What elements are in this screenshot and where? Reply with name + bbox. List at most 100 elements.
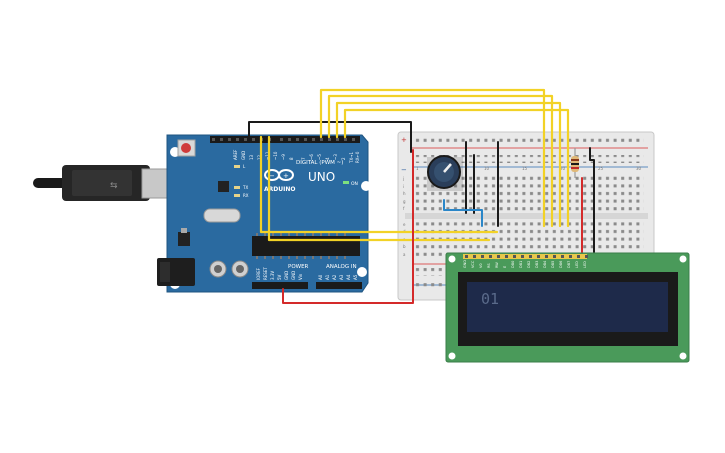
pin-label: A3 <box>339 274 344 280</box>
wire-5v[interactable] <box>282 149 414 304</box>
potentiometer-knob-icon[interactable] <box>443 163 452 173</box>
lcd-pin-header[interactable] <box>463 254 588 259</box>
row-letter: a <box>403 252 406 257</box>
lcd-pin-label: DB1 <box>519 261 523 268</box>
lcd-pin-label: DB0 <box>511 261 515 268</box>
pin-label: AREF <box>233 149 238 160</box>
wire-data-1[interactable] <box>319 88 546 228</box>
lcd-pin-label: LED <box>583 261 587 268</box>
lcd-module[interactable]: GND VCC V0 RS RW E DB0 DB1 DB2 DB3 DB4 D… <box>445 252 690 363</box>
pin-label: A5 <box>353 274 358 280</box>
pin-label: 8 <box>289 157 294 160</box>
pin-label: ~3 <box>333 154 338 160</box>
pin-label: A2 <box>332 274 337 280</box>
pin-label: 7 <box>301 157 306 160</box>
pin-label: 4 <box>325 157 330 160</box>
lcd-pin-label: VCC <box>471 260 475 268</box>
pin-label: GND <box>291 271 296 280</box>
rx-led <box>234 194 240 197</box>
lcd-pin-label: DB4 <box>543 260 547 268</box>
power-rail-top-2[interactable] <box>414 155 644 163</box>
crystal <box>203 208 241 223</box>
rx-label: RX <box>243 193 249 198</box>
lcd-pin-label: DB6 <box>559 261 563 268</box>
power-header[interactable] <box>252 282 308 289</box>
pin-label: 13 <box>249 154 254 160</box>
row-letter: h <box>403 191 406 196</box>
row-letter: f <box>403 206 405 211</box>
lcd-pin-label: RS <box>487 263 491 268</box>
l-label: L <box>243 164 246 169</box>
pin-label: RESET <box>263 267 268 280</box>
l-led <box>234 165 240 168</box>
column-number: 20 <box>560 166 566 171</box>
wire-black[interactable] <box>589 147 595 253</box>
rail-plus-label: + <box>401 136 407 144</box>
lcd-pin-label: DB3 <box>535 261 539 268</box>
wire-wiper[interactable] <box>443 199 483 227</box>
column-number: 10 <box>484 166 490 171</box>
wire-rs[interactable] <box>259 135 499 234</box>
potentiometer[interactable] <box>427 155 463 191</box>
power-led <box>343 181 349 184</box>
lcd-pin-label: DB5 <box>551 261 555 268</box>
pin-label: 2 <box>341 157 346 160</box>
model-label: UNO <box>308 170 335 184</box>
svg-text:−: − <box>269 172 275 180</box>
pin-label: GND <box>284 271 289 280</box>
pin-label: 12 <box>257 154 262 160</box>
pin-label: ~9 <box>281 154 286 160</box>
column-number: 15 <box>522 166 528 171</box>
pin-label: 5V <box>277 274 282 280</box>
wire-data-3[interactable] <box>335 101 562 228</box>
wire-data-4[interactable] <box>343 108 570 228</box>
pin-label: ~5 <box>317 154 322 160</box>
row-letter: i <box>403 184 404 189</box>
lcd-pin-label: GND <box>463 260 467 268</box>
column-number: 25 <box>598 166 604 171</box>
resistor[interactable] <box>571 148 579 178</box>
brand-label: ARDUINO <box>264 186 295 193</box>
pin-label: ~10 <box>273 151 278 160</box>
digital-header[interactable] <box>210 136 360 143</box>
svg-text:⇆: ⇆ <box>110 181 118 191</box>
tx-label: TX <box>242 185 248 190</box>
wire-enable[interactable] <box>267 135 491 242</box>
power-rail-top[interactable] <box>414 138 644 146</box>
lcd-pin-label: V0 <box>479 263 483 268</box>
row-letter: e <box>403 222 406 227</box>
power-label: POWER <box>288 264 309 270</box>
row-letter: j <box>402 176 404 181</box>
pin-label: Vin <box>298 273 303 280</box>
pin-label: IOREF <box>256 267 261 280</box>
row-letter: b <box>403 244 406 249</box>
arduino-logo-icon: − + <box>264 169 294 181</box>
rail-minus-label: − <box>401 166 407 174</box>
pin-label: ~11 <box>265 151 270 160</box>
pin-label: GND <box>241 151 246 160</box>
lcd-pin-label: DB7 <box>567 261 571 268</box>
pin-label: A4 <box>346 274 351 280</box>
lcd-pin-label: E <box>503 266 507 268</box>
on-label: ON <box>351 181 358 187</box>
usb-chip <box>218 181 229 192</box>
pin-label: 3.3V <box>270 271 275 280</box>
analog-label: ANALOG IN <box>326 264 357 270</box>
pin-label: RX←0 <box>355 151 360 163</box>
pin-label: A0 <box>318 274 323 280</box>
lcd-pin-label: LED <box>575 261 579 268</box>
pin-label: A1 <box>325 274 330 280</box>
usb-cable[interactable]: ⇆ <box>33 165 181 201</box>
pin-label: TX→1 <box>349 151 354 164</box>
arduino-uno-board[interactable]: AREF GND 13 12 ~11 ~10 ~9 8 7 ~6 ~5 4 ~3… <box>157 134 371 293</box>
wire-data-2[interactable] <box>327 94 554 228</box>
analog-header[interactable] <box>316 282 362 289</box>
row-letter: g <box>403 199 406 204</box>
lcd-display-text: 01 <box>481 290 499 308</box>
column-number: 1 <box>416 166 419 171</box>
tx-led <box>234 186 240 189</box>
lcd-pin-label: RW <box>495 262 499 268</box>
column-number: 30 <box>636 166 642 171</box>
lcd-pin-label: DB2 <box>527 261 531 268</box>
